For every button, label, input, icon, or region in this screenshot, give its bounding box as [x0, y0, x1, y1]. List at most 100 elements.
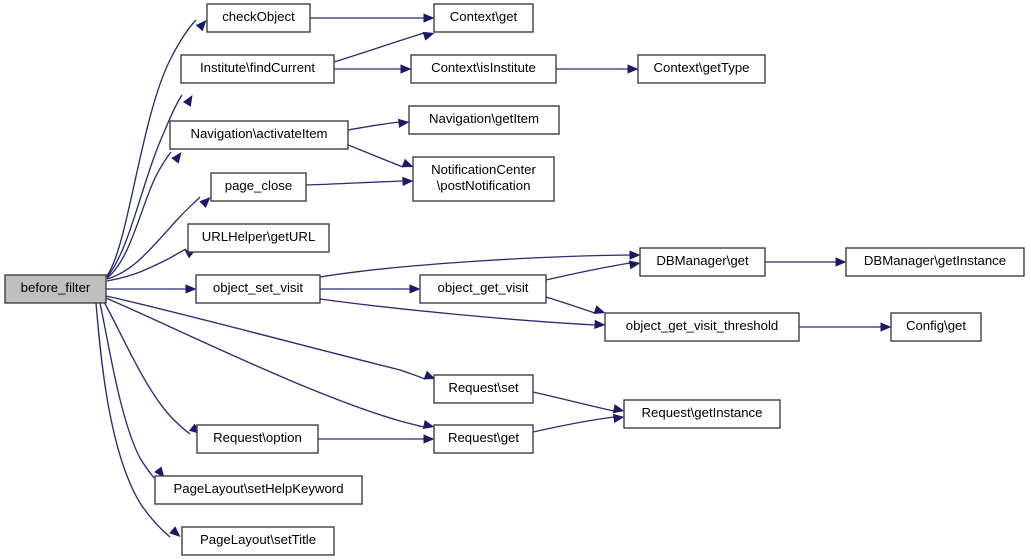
node-box[interactable] [433, 424, 534, 454]
node-notificationcenter_postNotification[interactable]: NotificationCenter\postNotification [412, 156, 555, 202]
node-box[interactable] [206, 3, 311, 33]
node-box[interactable] [604, 312, 800, 342]
edge-line [95, 302, 171, 538]
edge-line [545, 296, 596, 314]
node-box[interactable] [419, 274, 547, 304]
edge-line [319, 254, 631, 278]
edge-line [106, 196, 201, 280]
node-dbmanager_get[interactable]: DBManager\get [639, 247, 766, 277]
arrowhead-icon [628, 260, 641, 270]
edge-object_set_visit-to-object_get_visit_threshold [319, 298, 606, 329]
node-institute_findCurrent[interactable]: Institute\findCurrent [180, 54, 335, 84]
edge-line [305, 180, 404, 186]
edge-line [319, 298, 596, 326]
node-box[interactable] [187, 223, 330, 253]
node-box[interactable] [410, 54, 557, 84]
edge-line [103, 301, 191, 435]
node-config_get[interactable]: Config\get [890, 312, 982, 342]
edge-before_filter-to-pagelayout_setTitle [95, 302, 181, 538]
arrowhead-icon [423, 13, 435, 23]
edge-context_isInstitute-to-context_getType [556, 64, 639, 74]
edge-before_filter-to-request_set [105, 295, 436, 380]
arrowhead-icon [629, 250, 641, 260]
node-checkObject[interactable]: checkObject [206, 3, 311, 33]
node-request_set[interactable]: Request\set [433, 374, 534, 404]
edge-object_get_visit_threshold-to-config_get [799, 322, 892, 332]
edge-institute_findCurrent-to-context_get [333, 31, 435, 63]
node-dbmanager_getInstance[interactable]: DBManager\getInstance [845, 247, 1025, 277]
node-box[interactable] [890, 312, 982, 342]
node-context_isInstitute[interactable]: Context\isInstitute [410, 54, 557, 84]
arrowhead-icon [398, 118, 410, 128]
edge-line [532, 416, 615, 433]
arrowhead-icon [423, 434, 435, 444]
edge-line [105, 297, 425, 428]
node-box[interactable] [433, 3, 534, 33]
node-pagelayout_setTitle[interactable]: PageLayout\setTitle [181, 526, 335, 556]
edge-line [347, 144, 404, 168]
node-box[interactable] [412, 156, 555, 202]
edge-object_set_visit-to-dbmanager_get [319, 250, 641, 278]
edge-line [106, 94, 183, 278]
edge-before_filter-to-request_get [105, 297, 435, 430]
edge-request_set-to-request_getInstance [532, 391, 625, 414]
node-box[interactable] [408, 105, 560, 135]
edge-navigation_activateItem-to-notificationcenter_postNotification [347, 144, 414, 168]
arrowhead-icon [835, 257, 847, 267]
node-context_getType[interactable]: Context\getType [637, 54, 766, 84]
node-box[interactable] [623, 399, 781, 429]
arrowhead-icon [402, 176, 414, 186]
edge-request_option-to-request_get [318, 434, 435, 444]
arrowhead-icon [423, 370, 436, 380]
node-box[interactable] [4, 274, 107, 304]
arrowhead-icon [199, 197, 211, 208]
node-page_close[interactable]: page_close [210, 172, 307, 202]
node-box[interactable] [210, 172, 307, 202]
node-box[interactable] [195, 274, 321, 304]
node-request_get[interactable]: Request\get [433, 424, 534, 454]
node-request_getInstance[interactable]: Request\getInstance [623, 399, 781, 429]
edge-before_filter-to-pagelayout_setHelpKeyword [99, 302, 165, 479]
node-box[interactable] [433, 374, 534, 404]
edge-page_close-to-notificationcenter_postNotification [305, 176, 414, 186]
arrowhead-icon [612, 404, 625, 414]
node-object_get_visit[interactable]: object_get_visit [419, 274, 547, 304]
arrowhead-icon [182, 95, 193, 107]
edge-before_filter-to-institute_findCurrent [106, 94, 193, 278]
edge-line [347, 121, 400, 131]
edge-before_filter-to-object_set_visit [106, 284, 197, 294]
node-box[interactable] [639, 247, 766, 277]
node-before_filter[interactable]: before_filter [4, 274, 107, 304]
node-navigation_activateItem[interactable]: Navigation\activateItem [169, 120, 349, 150]
edge-line [105, 19, 197, 278]
node-box[interactable] [196, 424, 319, 454]
edges-layer [95, 13, 892, 538]
node-pagelayout_setHelpKeyword[interactable]: PageLayout\setHelpKeyword [154, 475, 363, 505]
edge-navigation_activateItem-to-navigation_getItem [347, 118, 410, 131]
node-navigation_getItem[interactable]: Navigation\getItem [408, 105, 560, 135]
edge-line [99, 302, 155, 479]
edge-line [532, 391, 615, 412]
edge-before_filter-to-urlhelper_getURL [106, 248, 197, 282]
node-box[interactable] [154, 475, 363, 505]
arrowhead-icon [594, 319, 606, 329]
node-box[interactable] [169, 120, 349, 150]
edge-checkObject-to-context_get [310, 13, 435, 23]
edge-request_get-to-request_getInstance [532, 413, 625, 433]
edge-object_get_visit-to-object_get_visit_threshold [545, 296, 606, 315]
node-request_option[interactable]: Request\option [196, 424, 319, 454]
node-urlhelper_getURL[interactable]: URLHelper\getURL [187, 223, 330, 253]
node-object_set_visit[interactable]: object_set_visit [195, 274, 321, 304]
node-box[interactable] [845, 247, 1025, 277]
edge-line [106, 151, 172, 279]
edge-dbmanager_get-to-dbmanager_getInstance [765, 257, 847, 267]
node-context_get[interactable]: Context\get [433, 3, 534, 33]
node-box[interactable] [637, 54, 766, 84]
node-box[interactable] [181, 526, 335, 556]
arrowhead-icon [400, 64, 412, 74]
node-object_get_visit_threshold[interactable]: object_get_visit_threshold [604, 312, 800, 342]
arrowhead-icon [169, 526, 181, 537]
node-box[interactable] [180, 54, 335, 84]
